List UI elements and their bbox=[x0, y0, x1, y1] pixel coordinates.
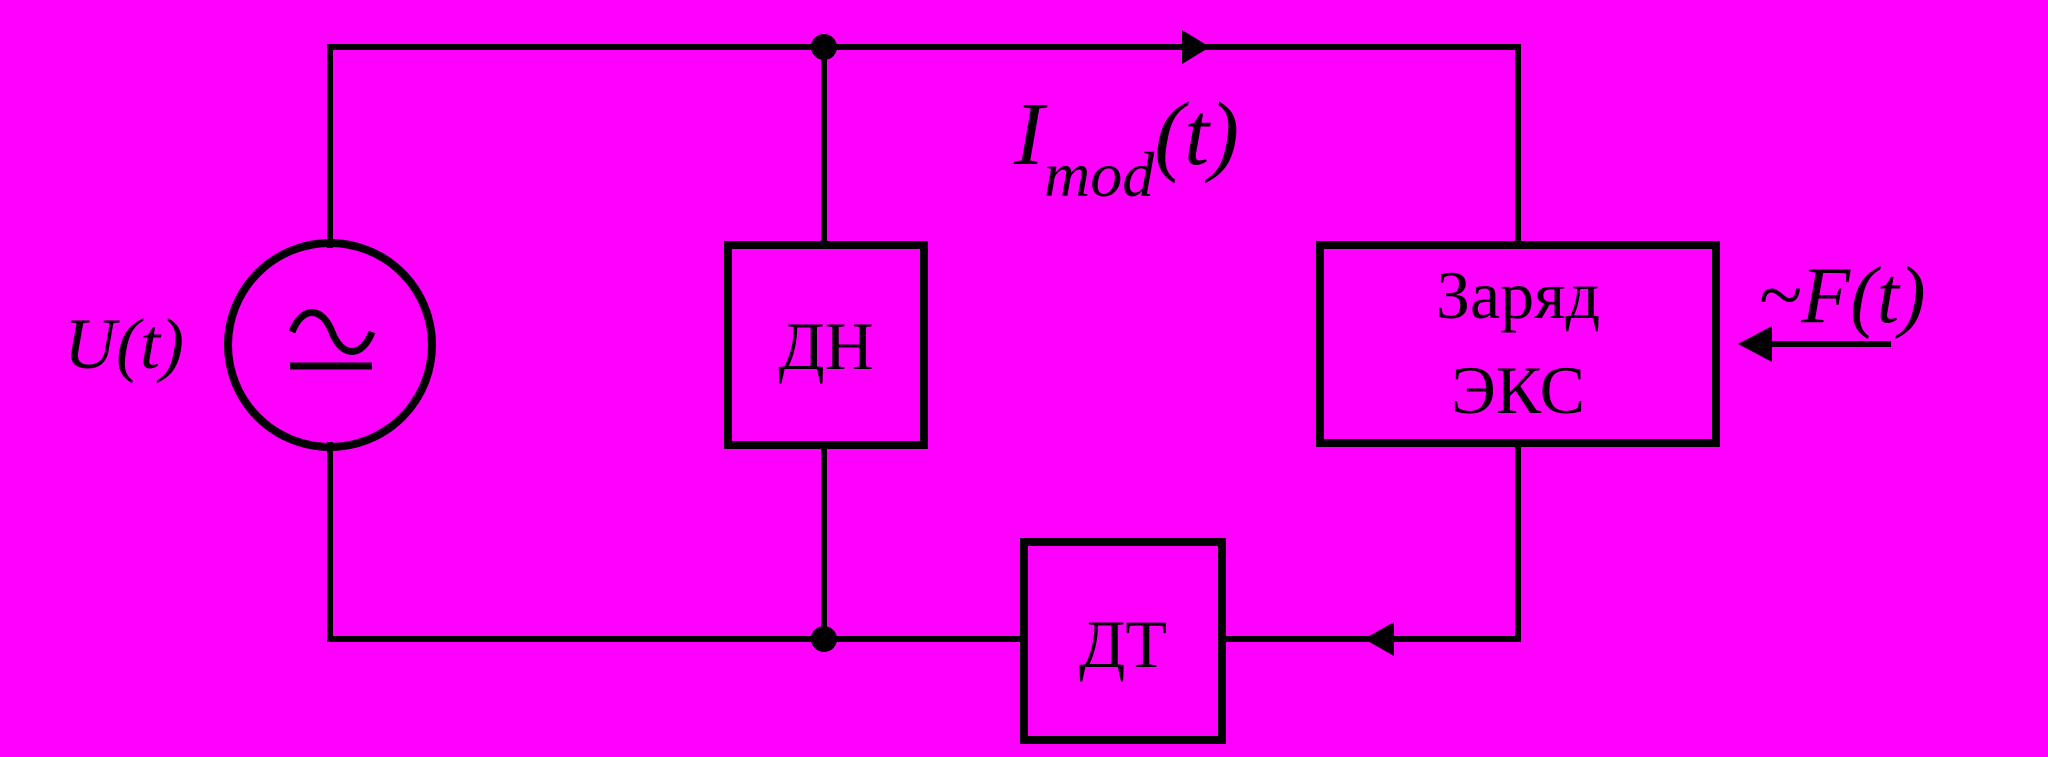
block-charge bbox=[1316, 241, 1720, 447]
current-label-main: I bbox=[1013, 85, 1048, 184]
ac-source-icon bbox=[224, 239, 436, 451]
block-dt bbox=[1020, 538, 1226, 744]
block-dn bbox=[724, 241, 928, 449]
arrow-left-icon bbox=[1364, 622, 1394, 656]
arrow-right-icon bbox=[1182, 30, 1210, 64]
block-dn-label: ДН bbox=[778, 308, 874, 384]
force-label: ~F(t) bbox=[1758, 252, 1926, 340]
junction-dot-icon bbox=[811, 34, 837, 60]
junction-dot-icon bbox=[811, 626, 837, 652]
arrow-left-icon bbox=[1738, 326, 1772, 362]
block-charge-label-line2: ЭКС bbox=[1451, 352, 1585, 428]
wires bbox=[327, 44, 1891, 642]
current-label-suffix: (t) bbox=[1154, 85, 1239, 184]
current-label-subscript: mod bbox=[1044, 139, 1155, 210]
block-dt-label: ДТ bbox=[1079, 606, 1167, 682]
current-label: Imod(t) bbox=[1013, 85, 1239, 210]
block-charge-label-line1: Заряд bbox=[1436, 257, 1600, 333]
source-voltage-label: U(t) bbox=[64, 304, 184, 384]
